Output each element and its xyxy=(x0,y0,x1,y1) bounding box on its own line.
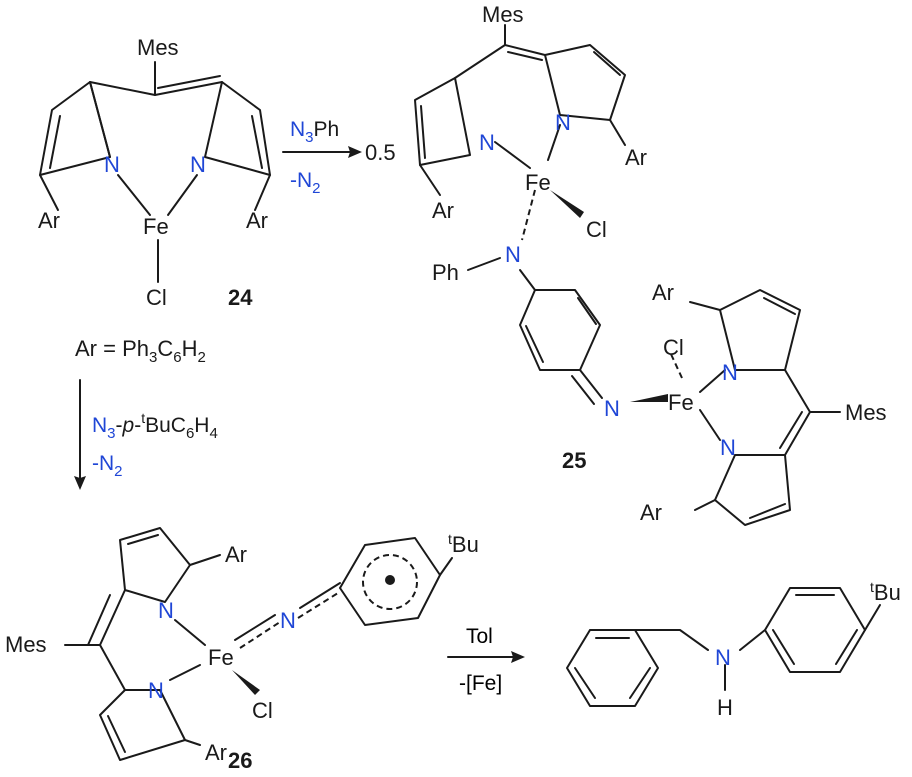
ar-label: Ar xyxy=(246,208,268,233)
ar-definition-sub: 3 xyxy=(149,349,157,366)
ar-label: Ar xyxy=(432,198,454,223)
mes-label: Mes xyxy=(482,2,524,27)
reaction-arrow-3 xyxy=(447,651,525,663)
dinitrogen-byproduct-label: -N2 xyxy=(290,169,321,197)
ar-definition-sub: 2 xyxy=(197,349,205,366)
ar-definition: Ar = Ph3C6H2 xyxy=(75,336,206,366)
ar-label: Ar xyxy=(652,280,674,305)
iron-byproduct-label: -[Fe] xyxy=(459,672,502,695)
compound-number-26: 26 xyxy=(228,748,252,773)
compound-number-25: 25 xyxy=(562,448,586,473)
compound-26-structure xyxy=(64,527,453,761)
stoichiometry-label: 0.5 xyxy=(365,140,396,165)
nitrogen-label: N xyxy=(604,396,620,421)
mes-label: Mes xyxy=(137,35,179,60)
ar-label: Ar xyxy=(625,145,647,170)
chloride-label: Cl xyxy=(252,698,273,723)
tbu-label: tBu xyxy=(448,531,479,557)
reaction-arrow-2 xyxy=(74,379,86,490)
chloride-label: Cl xyxy=(663,335,684,360)
toluene-reagent-label: Tol xyxy=(466,625,493,648)
nitrogen-label: N xyxy=(190,152,206,177)
dinitrogen-byproduct-label: -N2 xyxy=(92,452,123,480)
phenyl-label: Ph xyxy=(432,260,459,285)
tbu-label: tBu xyxy=(870,579,901,605)
nitrogen-label: N xyxy=(722,360,738,385)
ar-label: Ar xyxy=(225,542,247,567)
hydrogen-label: H xyxy=(717,695,733,720)
nitrogen-label: N xyxy=(104,152,120,177)
iron-label: Fe xyxy=(208,645,234,670)
nitrogen-label: N xyxy=(555,110,571,135)
compound-25-structure xyxy=(414,24,841,526)
azide-reagent-label: N3Ph xyxy=(290,118,339,146)
aryl-azide-reagent-label: N3-p-tBuC6H4 xyxy=(92,410,218,442)
nitrogen-label: N xyxy=(158,598,174,623)
ar-definition-lhs: Ar = Ph xyxy=(75,336,149,361)
nitrogen-label: N xyxy=(715,645,731,670)
nitrogen-label: N xyxy=(505,242,521,267)
ar-definition-h: H xyxy=(182,336,198,361)
ar-definition-sub: 6 xyxy=(173,349,181,366)
reaction-arrow-1 xyxy=(282,146,362,158)
mes-label: Mes xyxy=(5,632,47,657)
nitrogen-label: N xyxy=(720,435,736,460)
iron-label: Fe xyxy=(668,390,694,415)
chloride-label: Cl xyxy=(586,217,607,242)
compound-number-24: 24 xyxy=(228,285,253,310)
ar-definition-c: C xyxy=(157,336,173,361)
product-amine-structure xyxy=(566,587,881,707)
compound-24-structure xyxy=(39,61,271,283)
nitrogen-label: N xyxy=(479,130,495,155)
nitrogen-label: N xyxy=(148,678,164,703)
mes-label: Mes xyxy=(845,400,887,425)
ar-label: Ar xyxy=(205,740,227,765)
iron-label: Fe xyxy=(525,170,551,195)
ar-label: Ar xyxy=(38,208,60,233)
ar-label: Ar xyxy=(640,500,662,525)
chloride-label: Cl xyxy=(146,285,167,310)
iron-label: Fe xyxy=(143,214,169,239)
nitrogen-label: N xyxy=(280,608,296,633)
